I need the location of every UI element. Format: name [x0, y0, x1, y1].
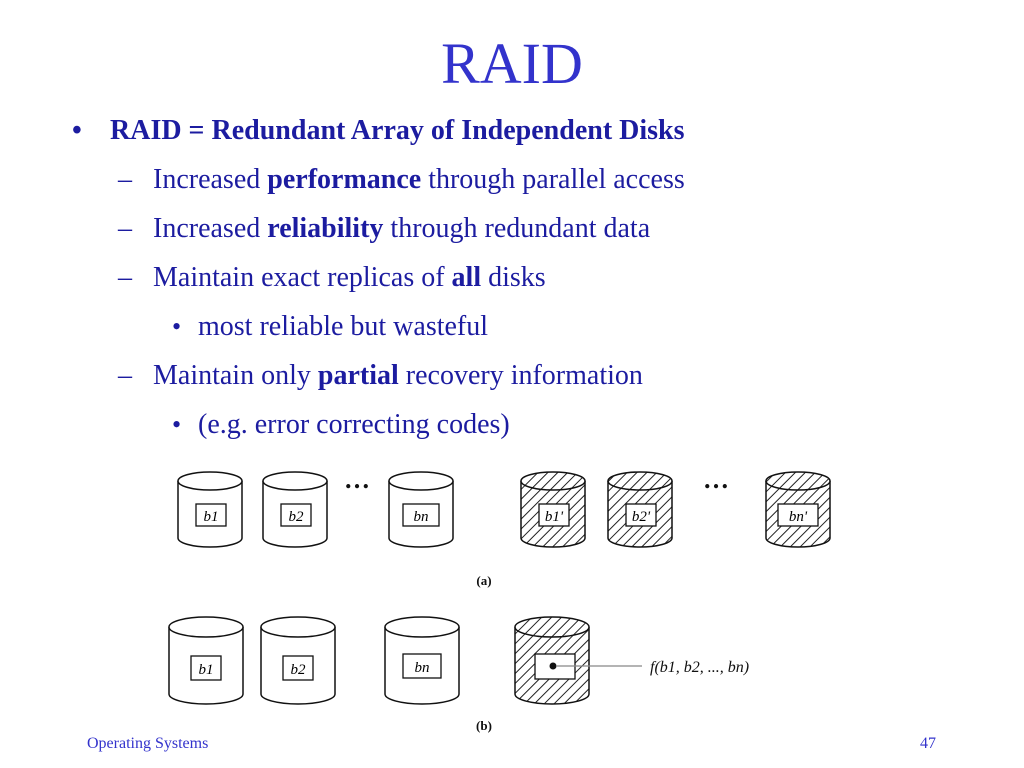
dash-marker: – — [118, 360, 132, 391]
sub-bullet-text: Maintain only — [153, 360, 318, 391]
parity-dot — [549, 662, 557, 670]
disk-a-bn: bn — [388, 471, 454, 548]
parity-function-label: f(b1, b2, ..., bn) — [650, 659, 749, 676]
sub-bullet-replicas: Maintain exact replicas of all disks — [153, 261, 546, 295]
sub-bullet-text: recovery information — [398, 360, 643, 391]
sub-bullet-bold: reliability — [267, 213, 384, 244]
disk-label: b1 — [199, 662, 214, 678]
dash-marker: – — [118, 164, 132, 195]
figure-caption-a: (a) — [476, 573, 491, 588]
sub-bullet-reliability: Increased reliability through redundant … — [153, 212, 650, 246]
disk-b-bn: bn — [384, 616, 460, 705]
disk-b-b2: b2 — [260, 616, 336, 705]
slide-title: RAID — [441, 31, 583, 96]
parity-disk — [514, 616, 590, 705]
sub-sub-bullet-wasteful: most reliable but wasteful — [198, 311, 489, 342]
disk-a-b1: b1 — [177, 471, 243, 548]
ellipsis: … — [703, 465, 729, 494]
disk-label: b1' — [545, 509, 564, 525]
disk-label: b2 — [289, 509, 305, 525]
sub-bullet-performance: Increased performance through parallel a… — [153, 163, 685, 197]
mirror-disk-a-b1: b1' — [520, 471, 586, 548]
disk-label: b2' — [632, 509, 651, 525]
disk-label: b1 — [204, 509, 219, 525]
footer-course-title: Operating Systems — [87, 735, 209, 752]
disk-label: bn' — [789, 509, 808, 525]
bullet-marker: • — [172, 312, 182, 341]
sub-bullet-bold: partial — [317, 360, 399, 391]
bullet-marker: • — [72, 115, 82, 146]
ellipsis: … — [344, 465, 370, 494]
sub-bullet-text: through redundant data — [383, 213, 651, 244]
bullet-marker: • — [172, 410, 182, 439]
mirror-disk-a-b2: b2' — [607, 471, 673, 548]
disk-label: bn — [415, 660, 430, 676]
disk-a-b2: b2 — [262, 471, 328, 548]
sub-bullet-bold: performance — [267, 164, 422, 195]
mirror-disk-a-bn: bn' — [765, 471, 831, 548]
disk-label: b2 — [291, 662, 307, 678]
disk-label: bn — [414, 509, 429, 525]
sub-bullet-bold: all — [451, 262, 482, 293]
sub-bullet-text: Increased — [153, 213, 268, 244]
sub-sub-bullet-ecc: (e.g. error correcting codes) — [198, 409, 510, 440]
sub-bullet-text: disks — [481, 262, 546, 293]
dash-marker: – — [118, 213, 132, 244]
footer-page-number: 47 — [920, 735, 936, 752]
sub-bullet-partial: Maintain only partial recovery informati… — [153, 359, 643, 393]
figure-caption-b: (b) — [476, 718, 492, 733]
sub-bullet-text: through parallel access — [421, 164, 685, 195]
bullet-raid-definition: RAID = Redundant Array of Independent Di… — [110, 115, 685, 146]
sub-bullet-text: Maintain exact replicas of — [153, 262, 452, 293]
disk-b-b1: b1 — [168, 616, 244, 705]
sub-bullet-text: Increased — [153, 164, 268, 195]
dash-marker: – — [118, 262, 132, 293]
